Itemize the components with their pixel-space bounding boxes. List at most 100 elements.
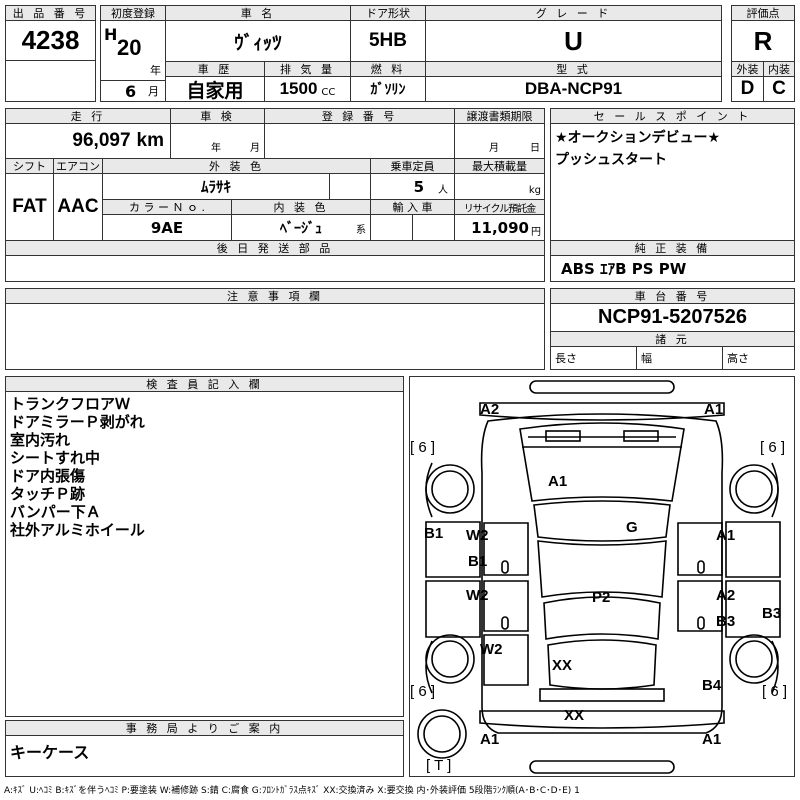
equipment-label: 純 正 装 備 bbox=[550, 240, 795, 256]
int-color-label: 内 装 色 bbox=[231, 199, 371, 215]
mark-left-front-door-a: W2 bbox=[466, 527, 489, 544]
car-name-value: ｳﾞｨｯﾂ bbox=[165, 20, 351, 62]
inspector-line-8: 社外アルミホイール bbox=[10, 521, 145, 539]
office-label: 事 務 局 よ り ご 案 内 bbox=[5, 720, 404, 736]
tire-tr: [ 6 ] bbox=[760, 439, 786, 456]
mark-rear-bumper: XX bbox=[564, 707, 585, 724]
max-load-unit: kg bbox=[528, 185, 541, 196]
interior-value: C bbox=[763, 76, 795, 102]
reg-no-value bbox=[264, 123, 455, 159]
chassis-value: NCP91-5207526 bbox=[550, 303, 795, 332]
mark-left-rear-door: W2 bbox=[466, 587, 489, 604]
era-letter: H bbox=[104, 25, 118, 44]
displacement-value: 1500 bbox=[279, 79, 318, 98]
fuel-value: ｶﾞｿﾘﾝ bbox=[350, 76, 426, 102]
tire-br: [ 6 ] bbox=[762, 683, 788, 700]
mark-right-rear-door-a: A2 bbox=[716, 587, 736, 604]
car-name-label: 車 名 bbox=[165, 5, 351, 21]
legend: A:ｷｽﾞ U:ﾍｺﾐ B:ｷｽﾞを伴うﾍｺﾐ P:要塗装 W:補修跡 S:錆 … bbox=[4, 786, 580, 796]
first-reg-label: 初度登録 bbox=[100, 5, 166, 21]
spec-height: 高さ bbox=[722, 346, 795, 370]
inspector-label: 検 査 員 記 入 欄 bbox=[5, 376, 404, 392]
tire-tr-value: 6 bbox=[768, 439, 777, 456]
spare-tire: [ T ] bbox=[426, 757, 452, 774]
equipment-value: ABS ｴｱB PS PW bbox=[550, 255, 795, 282]
door-value: 5HB bbox=[350, 20, 426, 62]
mark-left-front-door-b: B1 bbox=[468, 553, 488, 570]
int-color-box: ﾍﾞｰｼﾞｭ 系 bbox=[231, 214, 371, 241]
mark-right-rear: B4 bbox=[702, 677, 722, 694]
first-reg-year: 20 bbox=[117, 35, 142, 60]
displacement-unit: CC bbox=[321, 86, 336, 98]
color-no-value: 9AE bbox=[102, 214, 232, 241]
inspector-line-4: シートすれ中 bbox=[10, 449, 101, 467]
shift-value: FAT bbox=[5, 173, 54, 241]
history-value: 自家用 bbox=[165, 76, 265, 102]
mark-left-rear-quarter: W2 bbox=[480, 641, 503, 658]
specs-label: 諸 元 bbox=[550, 331, 795, 347]
exterior-value: D bbox=[731, 76, 764, 102]
grade-value: U bbox=[425, 20, 722, 62]
first-reg-month-box: 6 月 bbox=[100, 80, 166, 102]
displacement-label: 排 気 量 bbox=[264, 61, 351, 77]
mark-right-front-door: A1 bbox=[716, 527, 736, 544]
mark-rear-right: A1 bbox=[702, 731, 722, 748]
later-parts-label: 後 日 発 送 部 品 bbox=[5, 240, 545, 256]
mileage-value: 96,097 bbox=[72, 130, 131, 151]
capacity-unit: 人 bbox=[438, 185, 448, 196]
recycle-box: 11,090 円 bbox=[454, 214, 545, 241]
inspector-line-7: バンパー下Ａ bbox=[10, 503, 101, 521]
mark-hood: A1 bbox=[548, 473, 568, 490]
transfer-box: 月 日 bbox=[454, 123, 545, 159]
inspection-label: 車 検 bbox=[170, 108, 265, 124]
ext-color-value: ﾑﾗｻｷ bbox=[102, 173, 330, 200]
door-label: ドア形状 bbox=[350, 5, 426, 21]
mark-right-rear-door-b: B3 bbox=[716, 613, 736, 630]
inspection-month-unit: 月 bbox=[250, 143, 260, 154]
mark-left-pillar: B1 bbox=[424, 525, 444, 542]
tire-bl-value: 6 bbox=[418, 683, 427, 700]
inspector-line-3: 室内汚れ bbox=[10, 431, 71, 449]
mark-rear-left: A1 bbox=[480, 731, 500, 748]
capacity-value: 5 bbox=[413, 177, 424, 196]
mark-front-right: A1 bbox=[704, 401, 724, 418]
month-unit: 月 bbox=[148, 85, 159, 98]
int-color-unit: 系 bbox=[356, 225, 366, 236]
mark-roof: G bbox=[626, 519, 638, 536]
lot-no-label: 出 品 番 号 bbox=[5, 5, 96, 21]
sales-point-box: ★オークションデビュー★ プッシュスタート bbox=[550, 123, 795, 241]
mileage-label: 走 行 bbox=[5, 108, 171, 124]
mark-trunk: XX bbox=[552, 657, 573, 674]
notes-value bbox=[5, 303, 545, 370]
tire-br-value: 6 bbox=[770, 683, 779, 700]
tire-tl-value: 6 bbox=[418, 439, 427, 456]
score-value: R bbox=[731, 20, 795, 62]
max-load-box: kg bbox=[454, 173, 545, 200]
int-color-value: ﾍﾞｰｼﾞｭ bbox=[280, 220, 322, 237]
inspector-line-2: ドアミラーＰ剥がれ bbox=[10, 413, 145, 431]
car-outline bbox=[417, 380, 781, 774]
recycle-unit: 円 bbox=[531, 227, 541, 238]
inspection-year-unit: 年 bbox=[211, 143, 221, 154]
inspector-line-6: タッチＰ跡 bbox=[10, 485, 86, 503]
transfer-label: 譲渡書類期限 bbox=[454, 108, 545, 124]
score-label: 評価点 bbox=[731, 5, 795, 21]
aircon-label: エアコン bbox=[53, 158, 103, 174]
max-load-label: 最大積載量 bbox=[454, 158, 545, 174]
first-reg-year-box: H 20 年 bbox=[100, 20, 166, 81]
import-b bbox=[412, 214, 455, 241]
displacement-box: 1500 CC bbox=[264, 76, 351, 102]
inspector-line-1: トランクフロアＷ bbox=[10, 395, 131, 413]
ext-color-blank bbox=[329, 173, 371, 200]
lot-no-value: 4238 bbox=[5, 20, 96, 61]
recycle-value: 11,090 bbox=[471, 218, 529, 237]
mileage-unit: km bbox=[136, 130, 164, 151]
import-label: 輸 入 車 bbox=[370, 199, 455, 215]
sales-point-line-1: ★オークションデビュー★ bbox=[555, 130, 721, 146]
tire-bl: [ 6 ] bbox=[410, 683, 436, 700]
later-parts-value bbox=[5, 255, 545, 282]
transfer-month-unit: 月 bbox=[489, 143, 499, 154]
first-reg-month: 6 bbox=[125, 82, 137, 101]
capacity-label: 乗車定員 bbox=[370, 158, 455, 174]
fuel-label: 燃 料 bbox=[350, 61, 426, 77]
